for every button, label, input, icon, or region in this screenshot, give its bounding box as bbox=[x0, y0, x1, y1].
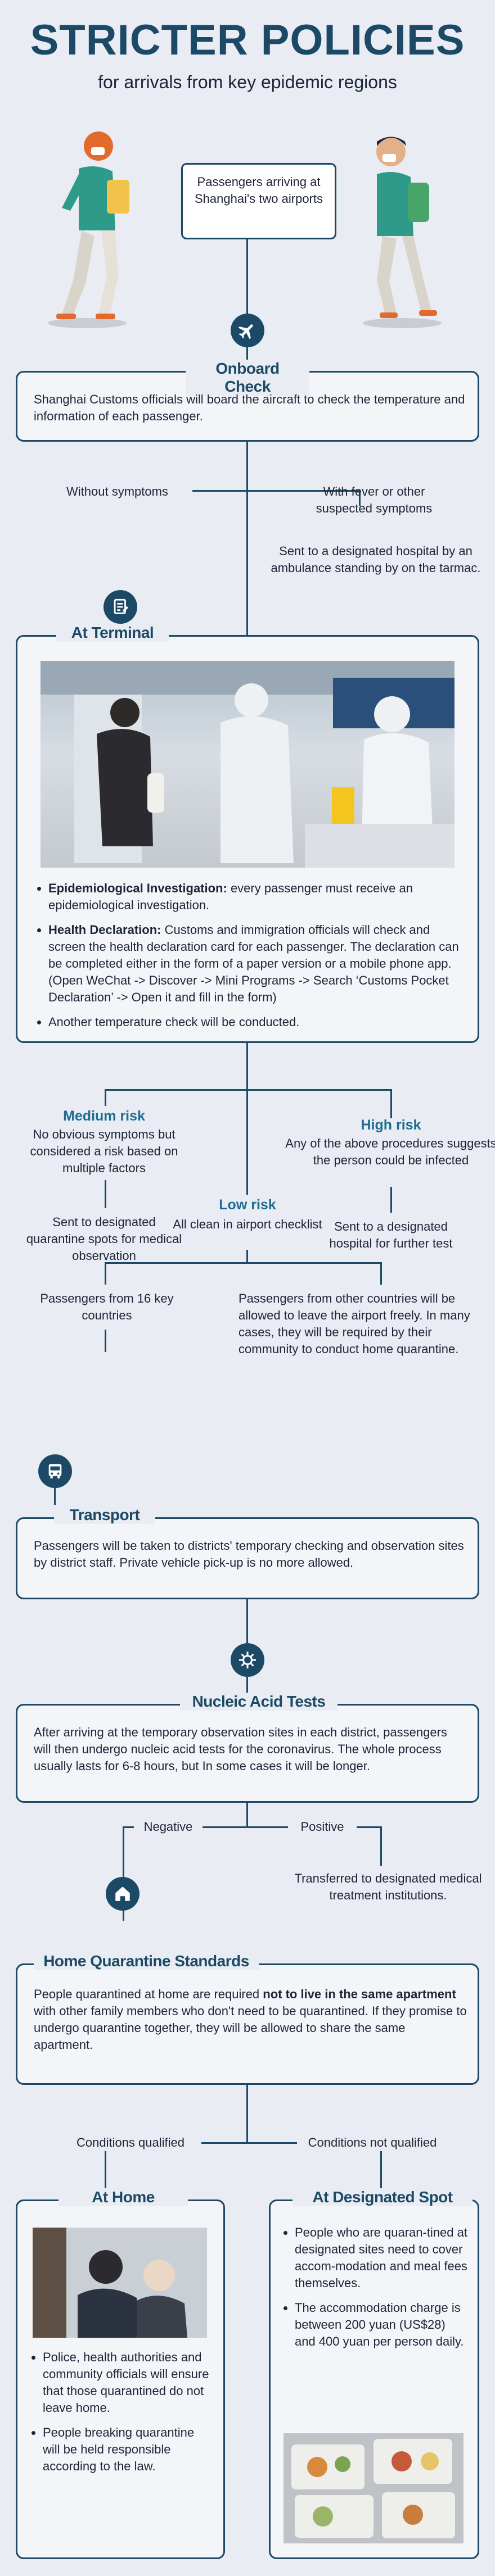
document-icon bbox=[104, 590, 137, 624]
traveler-left-illustration bbox=[48, 131, 129, 328]
designated-bullet-2: The accommodation charge is between 200 … bbox=[295, 2300, 468, 2350]
low-risk-title: Low risk bbox=[219, 1197, 276, 1213]
negative-label: Negative bbox=[134, 1818, 202, 1835]
nucleic-text: After arriving at the temporary observat… bbox=[34, 1725, 447, 1773]
with-fever-label: With fever or other suspected symptoms bbox=[316, 484, 433, 515]
transferred-text: Transferred to designated medical treatm… bbox=[294, 1871, 482, 1902]
home-quarantine-text: People quarantined at home are required … bbox=[34, 1987, 467, 2052]
high-risk-title: High risk bbox=[361, 1117, 421, 1133]
medium-risk-result: Sent to designated quarantine spots for … bbox=[26, 1215, 182, 1263]
at-home-bullets: Police, health authorities and community… bbox=[30, 2349, 210, 2483]
at-home-bullet-2: People breaking quarantine will be held … bbox=[43, 2424, 210, 2475]
home-quarantine-title: Home Quarantine Standards bbox=[34, 1952, 259, 1970]
designated-bullets: People who are quaran-tined at designate… bbox=[282, 2224, 468, 2358]
sent-hospital-text: Sent to a designated hospital by an ambu… bbox=[271, 544, 481, 575]
high-risk-result: Sent to a designated hospital for furthe… bbox=[329, 1219, 453, 1250]
passengers-other-countries: Passengers from other countries will be … bbox=[238, 1291, 470, 1356]
nucleic-title: Nucleic Acid Tests bbox=[180, 1693, 338, 1711]
terminal-bullet-3: Another temperature check will be conduc… bbox=[48, 1014, 464, 1031]
transport-box bbox=[16, 1517, 479, 1599]
passengers-box bbox=[181, 163, 336, 239]
nucleic-box bbox=[16, 1704, 479, 1803]
passengers-text: Passengers arriving at Shanghai's two ai… bbox=[195, 175, 323, 206]
bus-icon bbox=[38, 1454, 72, 1488]
medium-risk-title: Medium risk bbox=[63, 1108, 145, 1124]
virus-icon bbox=[231, 1643, 264, 1677]
low-risk-text: All clean in airport checklist bbox=[173, 1217, 322, 1231]
traveler-right-illustration bbox=[363, 137, 442, 328]
terminal-bullet-2: Health Declaration: Customs and immigrat… bbox=[48, 922, 464, 1006]
home-quarantine-box bbox=[16, 1963, 479, 2085]
transport-title: Transport bbox=[54, 1506, 155, 1524]
without-symptoms-label: Without symptoms bbox=[66, 484, 168, 498]
onboard-check-box bbox=[16, 371, 479, 442]
page-title: STRICTER POLICIES bbox=[30, 16, 465, 64]
transport-text: Passengers will be taken to districts' t… bbox=[34, 1539, 464, 1570]
at-home-title: At Home bbox=[58, 2188, 188, 2206]
terminal-title: At Terminal bbox=[56, 624, 169, 642]
conditions-not-qualified-label: Conditions not qualified bbox=[297, 2134, 448, 2151]
airplane-icon bbox=[231, 314, 264, 347]
onboard-check-text: Shanghai Customs officials will board th… bbox=[34, 392, 465, 423]
terminal-bullets: Epidemiological Investigation: every pas… bbox=[36, 880, 464, 1038]
medium-risk-text: No obvious symptoms but considered a ris… bbox=[30, 1127, 178, 1175]
terminal-bullet-1: Epidemiological Investigation: every pas… bbox=[48, 880, 464, 914]
house-icon bbox=[106, 1877, 140, 1911]
designated-title: At Designated Spot bbox=[292, 2188, 472, 2206]
terminal-photo bbox=[40, 661, 454, 868]
high-risk-text: Any of the above procedures suggests the… bbox=[285, 1136, 495, 1167]
onboard-check-title: Onboard Check bbox=[186, 360, 309, 396]
at-home-bullet-1: Police, health authorities and community… bbox=[43, 2349, 210, 2416]
passengers-16-countries: Passengers from 16 key countries bbox=[40, 1291, 174, 1322]
conditions-qualified-label: Conditions qualified bbox=[60, 2134, 201, 2151]
designated-bullet-1: People who are quaran-tined at designate… bbox=[295, 2224, 468, 2292]
page-subtitle: for arrivals from key epidemic regions bbox=[98, 72, 397, 92]
positive-label: Positive bbox=[288, 1818, 357, 1835]
at-home-photo bbox=[33, 2228, 207, 2338]
designated-photo bbox=[284, 2433, 464, 2543]
